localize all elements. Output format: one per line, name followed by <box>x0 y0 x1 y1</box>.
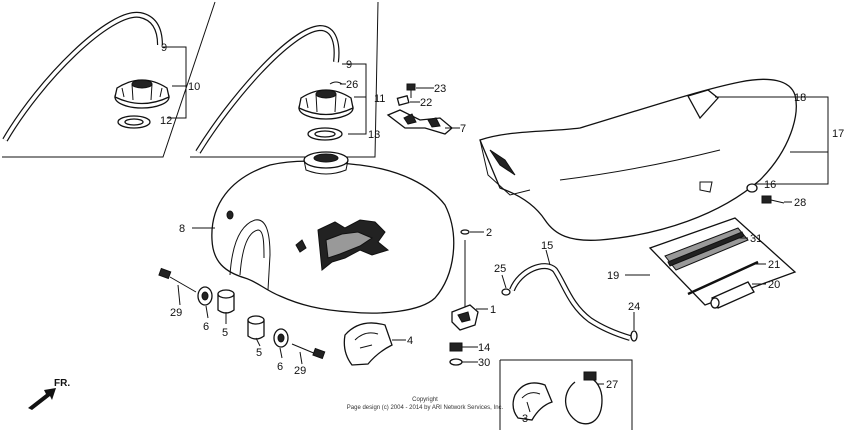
fuel-tube-left <box>2 11 163 142</box>
rubber-5-left <box>217 289 235 314</box>
callout-19: 19 <box>607 270 619 282</box>
collar-16 <box>746 183 758 193</box>
callout-21: 21 <box>768 259 780 271</box>
bolt-23 <box>406 83 416 98</box>
washer-30 <box>449 358 463 366</box>
cushion-4 <box>343 322 393 366</box>
tank-bracket <box>386 109 454 135</box>
callout-5a: 5 <box>222 327 228 339</box>
callout-26: 26 <box>346 79 358 91</box>
callout-22: 22 <box>420 97 432 109</box>
copyright-line-2: Page design (c) 2004 - 2014 by ARI Netwo… <box>347 405 504 411</box>
bolt-29-right <box>291 343 326 360</box>
callout-11: 11 <box>374 93 385 105</box>
callout-6a: 6 <box>203 321 209 333</box>
callout-15: 15 <box>541 240 553 252</box>
callout-3: 3 <box>522 413 528 425</box>
cushion-3 <box>512 382 553 421</box>
callout-labels: 9 10 12 9 26 11 13 23 22 7 8 2 1 14 30 1… <box>160 42 844 425</box>
fuel-cap-left <box>114 79 170 109</box>
callout-29b: 29 <box>294 365 306 377</box>
callout-14: 14 <box>478 342 490 354</box>
callout-29a: 29 <box>170 307 182 319</box>
fuel-valve <box>451 229 479 331</box>
bolt-14 <box>449 342 463 352</box>
callout-18: 18 <box>794 92 806 104</box>
callout-4: 4 <box>407 335 413 347</box>
callout-25: 25 <box>494 263 506 275</box>
callout-23: 23 <box>434 83 446 95</box>
callout-2: 2 <box>486 227 492 239</box>
inset-borders <box>2 1 633 430</box>
clip-24 <box>630 330 638 342</box>
copyright-line-1: Copyright <box>412 397 438 403</box>
seat <box>479 78 797 241</box>
callout-8: 8 <box>179 223 185 235</box>
tool-bag <box>648 217 797 306</box>
front-direction-arrow: FR. <box>28 378 70 410</box>
callout-12: 12 <box>160 115 172 127</box>
callout-17: 17 <box>832 128 844 140</box>
front-direction-label: FR. <box>54 378 70 389</box>
fuel-tank <box>211 151 455 314</box>
callout-7: 7 <box>460 123 466 135</box>
fuel-cap-right <box>298 89 354 120</box>
callout-13: 13 <box>368 129 380 141</box>
copyright-notice: Copyright Page design (c) 2004 - 2014 by… <box>347 397 504 411</box>
callout-1: 1 <box>490 304 496 316</box>
callout-5b: 5 <box>256 347 262 359</box>
nut-22 <box>396 95 410 106</box>
clip-25 <box>501 288 511 296</box>
callout-30: 30 <box>478 357 490 369</box>
leader-lines <box>163 46 829 413</box>
bolt-29-left <box>158 267 197 293</box>
callout-9a: 9 <box>161 42 167 54</box>
callout-31: 31 <box>750 233 762 245</box>
collar-6-left <box>197 286 213 306</box>
callout-10: 10 <box>188 81 200 93</box>
clip-26 <box>329 81 343 85</box>
cap-gasket-right <box>307 127 343 141</box>
callout-24: 24 <box>628 301 640 313</box>
tool-21 <box>687 260 759 296</box>
callout-28: 28 <box>794 197 806 209</box>
tool-20 <box>710 281 755 309</box>
collar-6-right <box>273 328 289 348</box>
callout-16: 16 <box>764 179 776 191</box>
band-27 <box>564 371 603 425</box>
fuel-tube-right <box>195 24 340 154</box>
cap-gasket-left <box>117 115 151 129</box>
rubber-5-right <box>247 315 265 340</box>
callout-20: 20 <box>768 279 780 291</box>
fuel-hose <box>509 263 631 341</box>
callout-27: 27 <box>606 379 618 391</box>
callout-6b: 6 <box>277 361 283 373</box>
bolt-28 <box>761 195 785 204</box>
callout-9b: 9 <box>346 59 352 71</box>
